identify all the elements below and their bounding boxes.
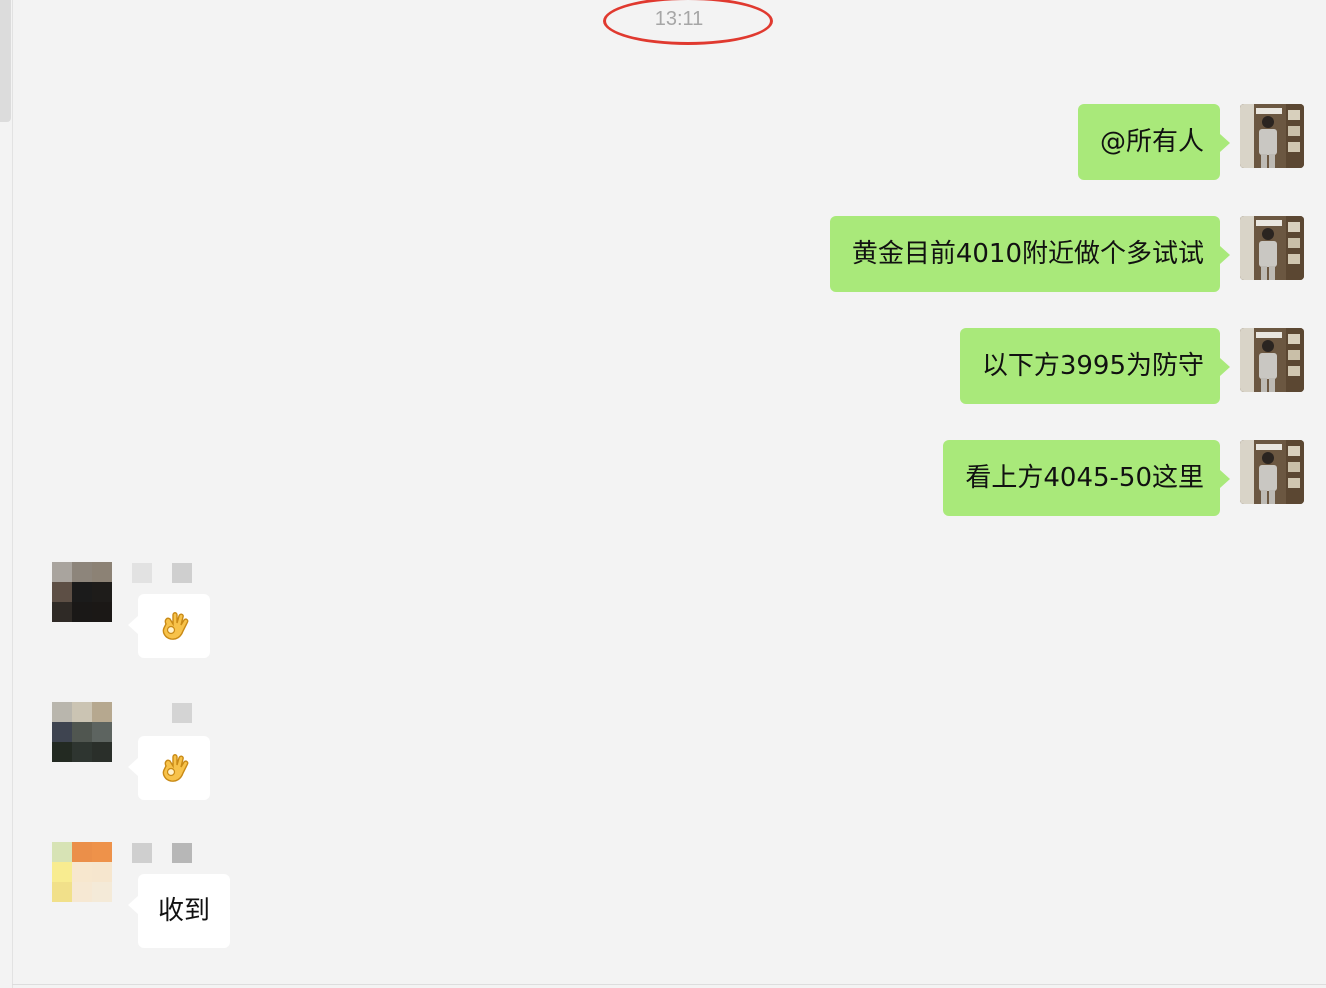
name-mosaic-block xyxy=(172,703,192,723)
my-avatar[interactable] xyxy=(1240,440,1304,504)
mosaic-tile xyxy=(72,742,92,762)
message-text: 以下方3995为防守 xyxy=(981,351,1204,381)
ok-hand-emoji-icon xyxy=(162,611,189,640)
name-mosaic-block xyxy=(132,843,152,863)
mosaic-tile xyxy=(92,562,112,582)
mosaic-tile xyxy=(52,882,72,902)
mosaic-tile xyxy=(92,722,112,742)
mosaic-tile xyxy=(72,842,92,862)
ok-hand-emoji-icon xyxy=(162,753,189,782)
mosaic-tile xyxy=(52,842,72,862)
mosaic-tile xyxy=(92,602,112,622)
mosaic-tile xyxy=(52,742,72,762)
mosaic-tile xyxy=(72,582,92,602)
sender-avatar-blurred[interactable] xyxy=(52,842,112,902)
sender-name-blurred xyxy=(172,703,192,723)
name-mosaic-block xyxy=(172,563,192,583)
incoming-message[interactable]: 收到 xyxy=(127,874,231,948)
mosaic-tile xyxy=(72,882,92,902)
mosaic-tile xyxy=(92,702,112,722)
my-avatar[interactable] xyxy=(1240,104,1304,168)
message-text: 看上方4045-50这里 xyxy=(965,463,1204,493)
avatar-photo-icon xyxy=(1240,104,1304,168)
message-text: @所有人 xyxy=(1099,127,1204,157)
name-mosaic-block xyxy=(172,843,192,863)
my-avatar[interactable] xyxy=(1240,216,1304,280)
mosaic-tile xyxy=(72,602,92,622)
incoming-message[interactable] xyxy=(128,736,210,800)
sender-avatar-blurred[interactable] xyxy=(52,562,112,622)
sender-name-blurred xyxy=(132,843,192,863)
avatar-photo-icon xyxy=(1240,216,1304,280)
sender-name-blurred xyxy=(132,563,192,583)
outgoing-message[interactable]: 以下方3995为防守 xyxy=(959,328,1231,404)
mosaic-tile xyxy=(72,562,92,582)
mosaic-tile xyxy=(92,742,112,762)
mosaic-tile xyxy=(72,722,92,742)
name-mosaic-block xyxy=(132,563,152,583)
mosaic-tile xyxy=(52,722,72,742)
mosaic-tile xyxy=(92,582,112,602)
message-text: 收到 xyxy=(158,896,211,926)
timestamp-highlight-circle xyxy=(603,0,773,45)
outgoing-message[interactable]: 看上方4045-50这里 xyxy=(943,440,1230,516)
my-avatar[interactable] xyxy=(1240,328,1304,392)
mosaic-tile xyxy=(92,842,112,862)
mosaic-tile xyxy=(52,702,72,722)
mosaic-tile xyxy=(72,862,92,882)
sender-avatar-blurred[interactable] xyxy=(52,702,112,762)
avatar-photo-icon xyxy=(1240,440,1304,504)
mosaic-tile xyxy=(52,582,72,602)
outgoing-message[interactable]: 黄金目前4010附近做个多试试 xyxy=(829,216,1231,292)
mosaic-tile xyxy=(52,562,72,582)
incoming-message[interactable] xyxy=(128,594,210,658)
scrollbar-thumb[interactable] xyxy=(0,0,11,122)
mosaic-tile xyxy=(72,702,92,722)
mosaic-tile xyxy=(52,602,72,622)
mosaic-tile xyxy=(92,862,112,882)
mosaic-tile xyxy=(92,882,112,902)
mosaic-tile xyxy=(52,862,72,882)
input-divider xyxy=(12,984,1326,985)
left-divider xyxy=(12,0,13,988)
message-text: 黄金目前4010附近做个多试试 xyxy=(851,239,1204,269)
avatar-photo-icon xyxy=(1240,328,1304,392)
outgoing-message[interactable]: @所有人 xyxy=(1077,104,1231,180)
